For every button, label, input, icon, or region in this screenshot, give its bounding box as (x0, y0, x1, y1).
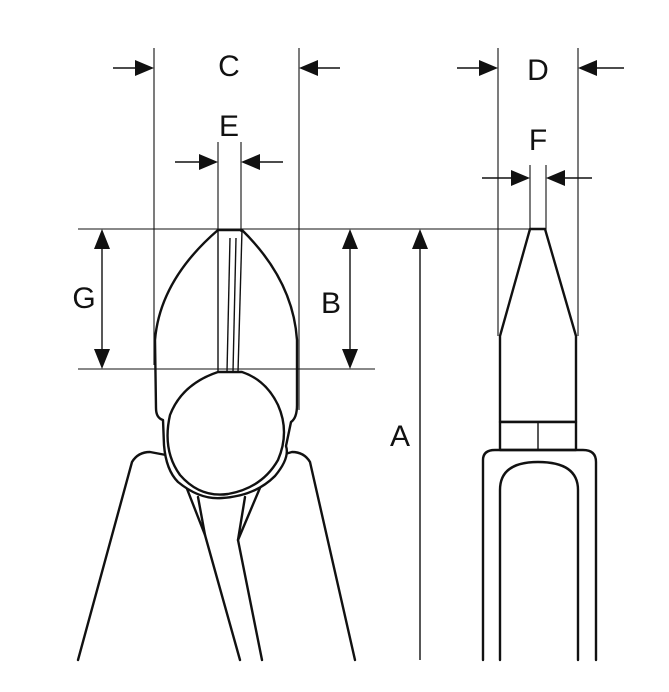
side-jaw (498, 227, 578, 424)
cutting-edge-right-inner (232, 237, 237, 373)
dim-b-arrow (342, 229, 358, 369)
label-a: A (390, 420, 410, 453)
pliers-front-view (76, 228, 357, 662)
extension-lines (78, 48, 579, 410)
dimension-arrows (94, 60, 624, 660)
dim-g-arrow (94, 229, 110, 369)
dim-d-arrows (457, 60, 624, 76)
dim-c-arrows (113, 60, 340, 76)
label-b: B (321, 287, 341, 320)
side-handle-inner (498, 460, 580, 662)
label-g: G (72, 282, 95, 315)
side-handle-outer (481, 448, 598, 662)
dimension-labels: C D E F G B A (72, 50, 549, 453)
label-f: F (529, 124, 547, 157)
pliers-side-view (481, 227, 598, 662)
label-e: E (219, 110, 239, 143)
cutting-edge-right (237, 229, 243, 373)
dim-e-arrows (175, 154, 283, 170)
label-d: D (527, 54, 549, 87)
label-c: C (218, 50, 240, 83)
pivot-boss (166, 370, 286, 496)
cutting-edge-left-inner (226, 237, 231, 373)
handle-spine (196, 495, 247, 542)
dim-a-arrow (412, 229, 428, 660)
dim-f-arrows (482, 170, 592, 186)
